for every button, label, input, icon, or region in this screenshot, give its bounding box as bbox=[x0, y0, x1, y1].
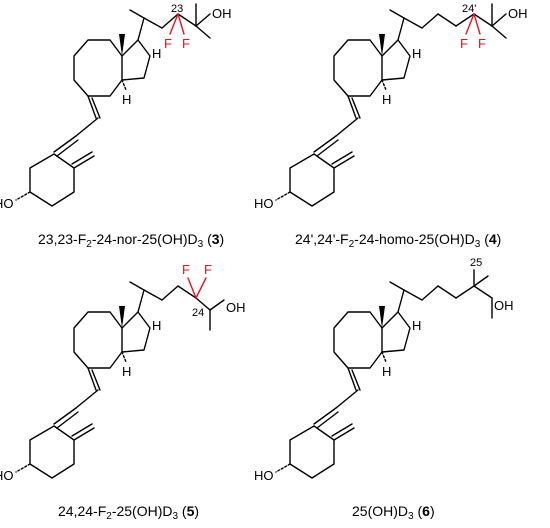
fluorine-label-4a: F bbox=[460, 36, 468, 51]
caption-compound-6: 25(OH)D3 (6) bbox=[352, 503, 435, 522]
fluorine-label-4b: F bbox=[478, 36, 486, 51]
fluorine-label-3a: F bbox=[164, 36, 172, 51]
position-label-5: 24 bbox=[192, 307, 204, 319]
h-label-4a: H bbox=[412, 46, 421, 61]
oh-label-5: OH bbox=[226, 300, 246, 315]
position-label-6: 25 bbox=[470, 257, 482, 269]
ho-label-6: HO bbox=[254, 468, 274, 483]
h-label-5b: H bbox=[122, 364, 131, 379]
h-label-3a: H bbox=[152, 46, 161, 61]
oh-label-6: OH bbox=[494, 298, 514, 313]
h-label-6a: H bbox=[412, 318, 421, 333]
fluorine-label-3b: F bbox=[182, 36, 190, 51]
caption-compound-4: 24',24'-F2-24-homo-25(OH)D3 (4) bbox=[295, 231, 501, 250]
ho-label-4: HO bbox=[254, 196, 274, 211]
fluorine-label-5a: F bbox=[182, 262, 190, 277]
h-label-3b: H bbox=[122, 92, 131, 107]
compound-3-structure: 23 OH F F H H HO bbox=[0, 3, 232, 211]
h-label-4b: H bbox=[382, 92, 391, 107]
h-label-6b: H bbox=[382, 364, 391, 379]
h-label-5a: H bbox=[152, 318, 161, 333]
caption-compound-5: 24,24-F2-25(OH)D3 (5) bbox=[58, 503, 199, 522]
compound-4-structure: 24' OH F F H H HO bbox=[254, 3, 528, 211]
caption-compound-3: 23,23-F2-24-nor-25(OH)D3 (3) bbox=[38, 231, 224, 250]
compound-5-structure: 24 OH F F H H HO bbox=[0, 262, 246, 483]
position-label-3: 23 bbox=[171, 3, 183, 15]
oh-label-3: OH bbox=[212, 6, 232, 21]
ho-label-5: HO bbox=[0, 468, 14, 483]
ho-label-3: HO bbox=[0, 196, 14, 211]
compound-6-structure: 25 OH H H HO bbox=[254, 257, 514, 483]
position-label-4: 24' bbox=[462, 3, 476, 15]
oh-label-4: OH bbox=[508, 6, 528, 21]
fluorine-label-5b: F bbox=[204, 262, 212, 277]
